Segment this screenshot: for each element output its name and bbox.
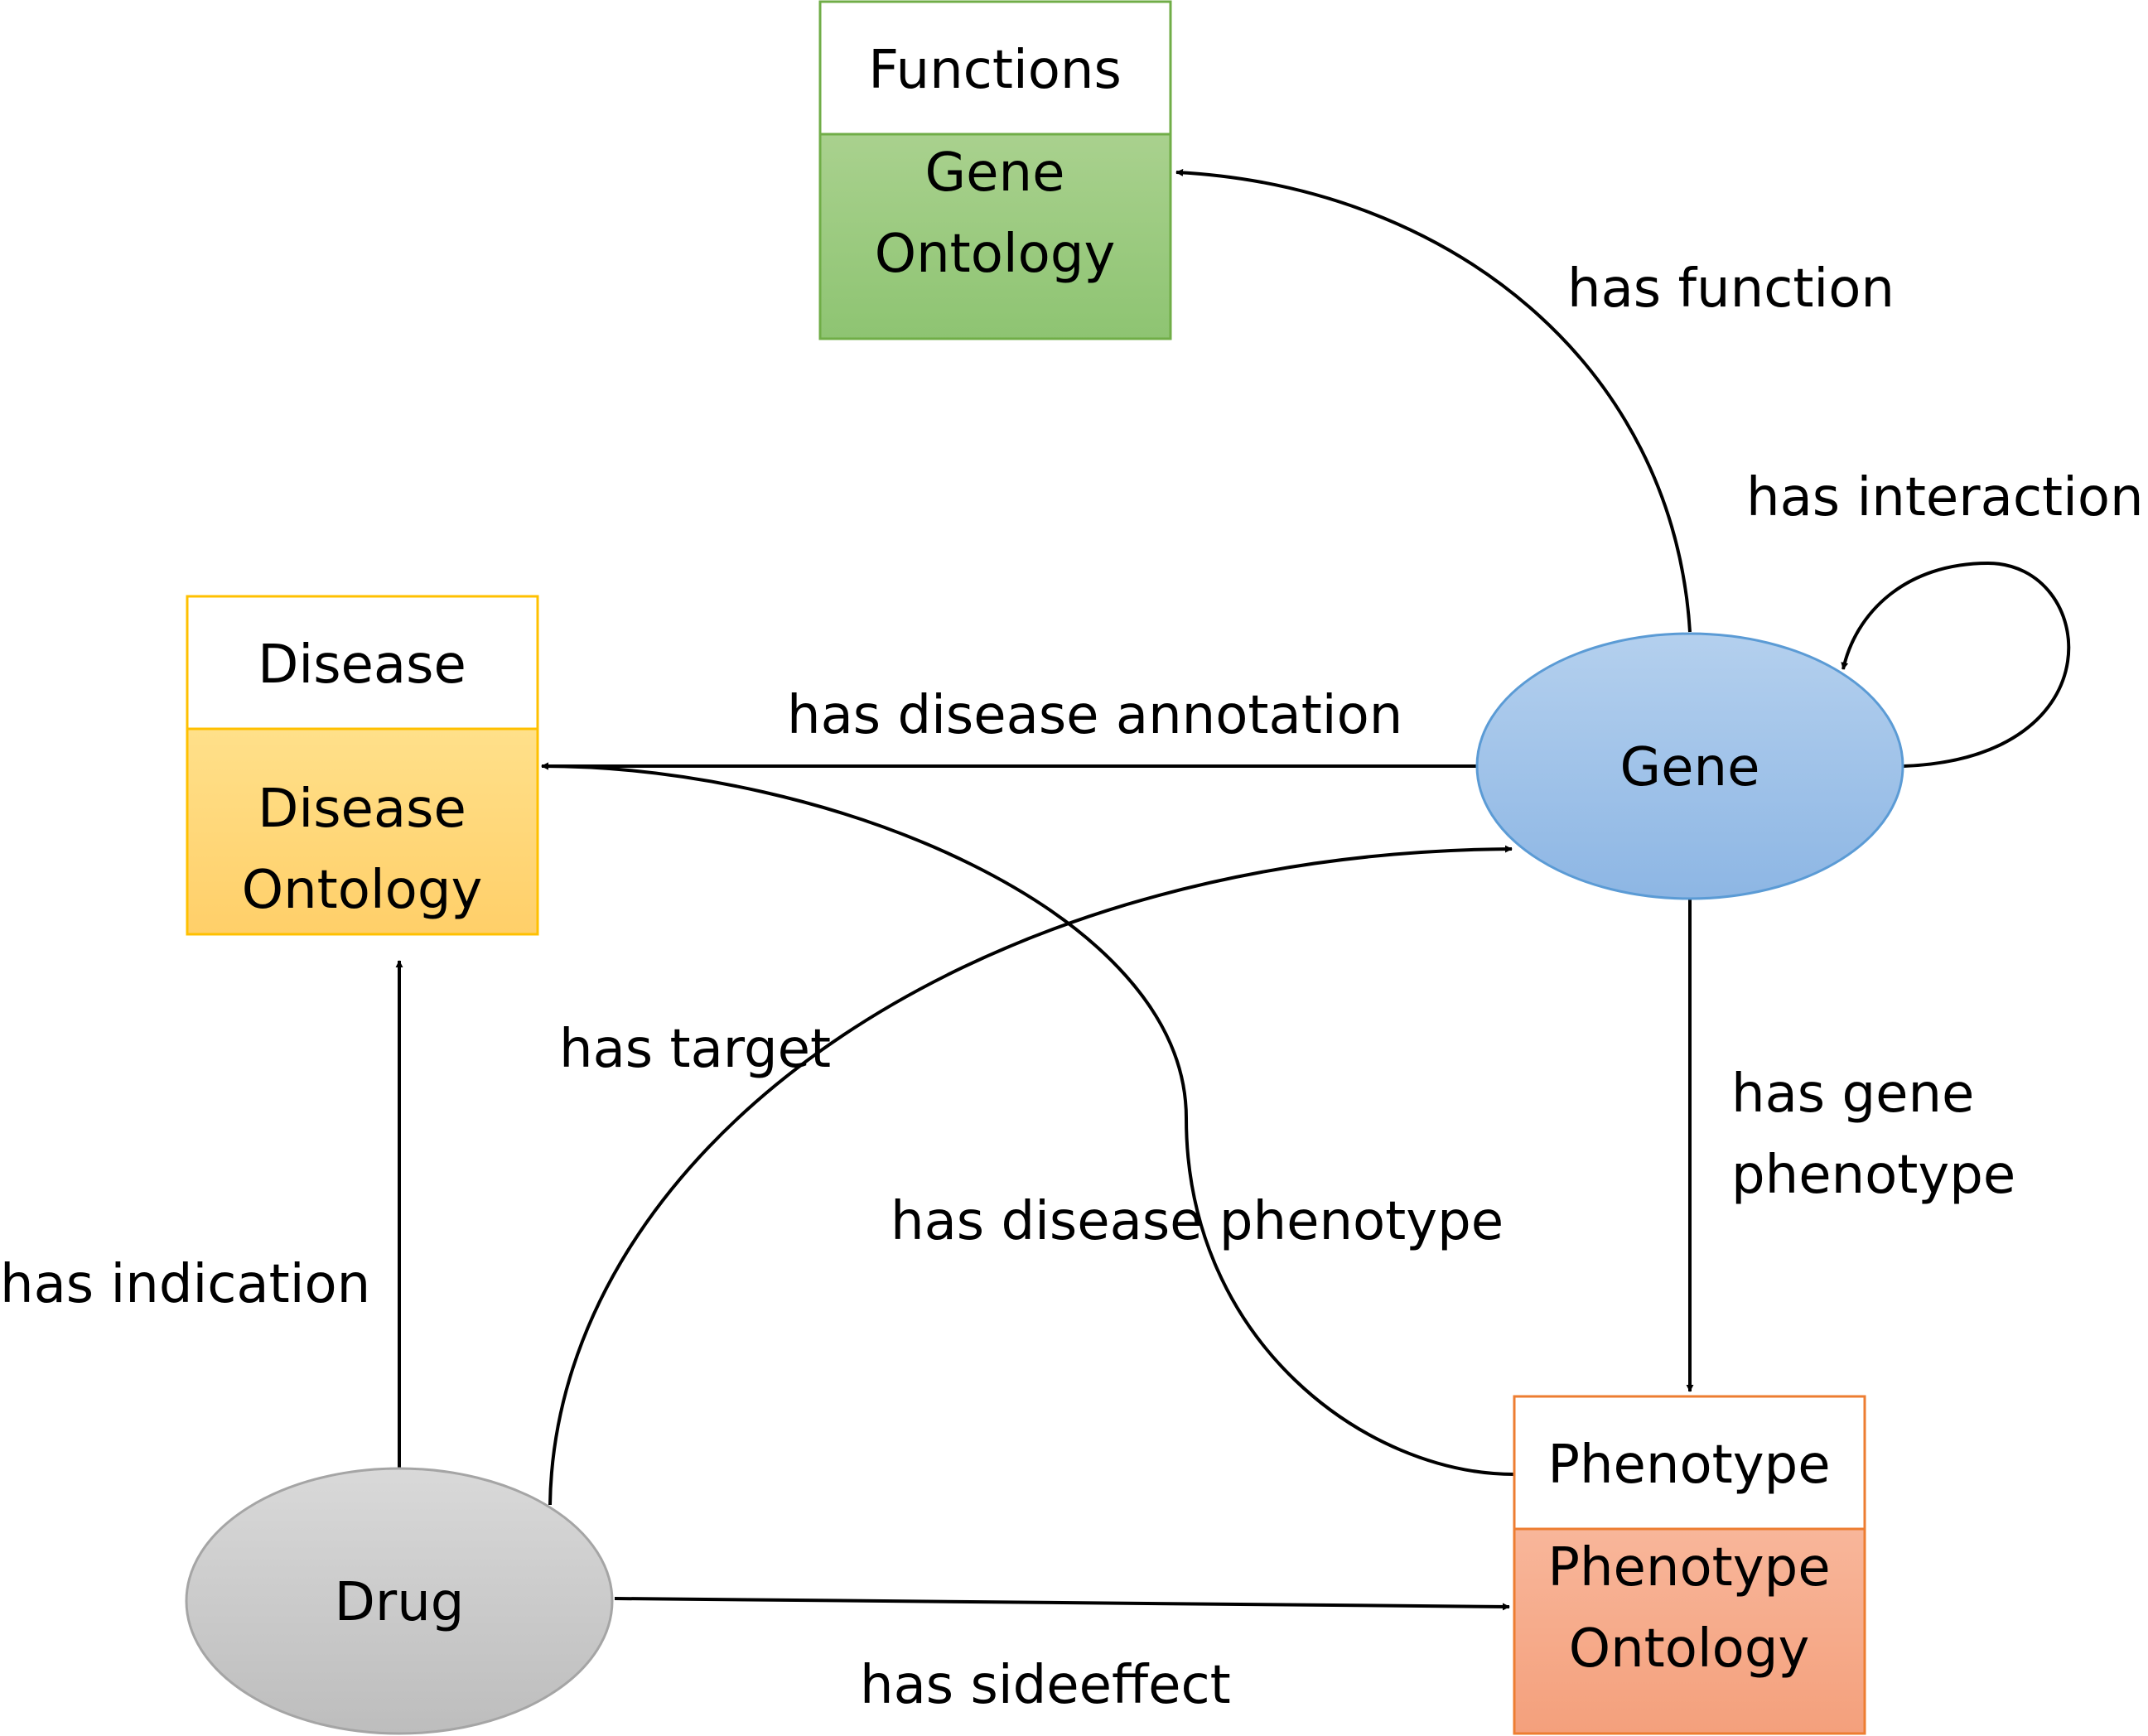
label-has-disease-phenotype: has disease phenotype: [891, 1191, 1504, 1252]
disease-ontology-line2: Ontology: [242, 860, 483, 921]
edges: [395, 168, 2071, 1611]
edge-labels: has function has interaction has disease…: [0, 258, 2144, 1716]
label-has-sideeffect: has sideeffect: [860, 1655, 1231, 1716]
phenotype-ontology-line1: Phenotype: [1547, 1537, 1830, 1599]
label-has-indication: has indication: [0, 1254, 370, 1315]
label-has-function: has function: [1567, 258, 1895, 320]
edge-has-disease-phenotype: [541, 762, 1515, 1476]
functions-ontology-line2: Ontology: [875, 224, 1116, 285]
phenotype-ontology-line2: Ontology: [1569, 1618, 1810, 1680]
edge-has-target: [548, 845, 1513, 1506]
disease-title: Disease: [258, 634, 466, 696]
gene-ellipse: [1475, 632, 1904, 900]
functions-title: Functions: [868, 40, 1122, 101]
label-has-target: has target: [559, 1019, 831, 1080]
phenotype-title-cell: [1513, 1395, 1866, 1531]
drug-ellipse: [185, 1467, 614, 1735]
phenotype-title: Phenotype: [1547, 1435, 1830, 1496]
label-has-interaction: has interaction: [1746, 467, 2144, 528]
gene-label: Gene: [1620, 737, 1760, 798]
drug-node: Drug: [185, 1467, 614, 1735]
functions-title-cell: [818, 0, 1172, 136]
disease-ontology-cell: [186, 727, 539, 936]
gene-node: Gene: [1475, 632, 1904, 900]
functions-node: Functions Gene Ontology: [818, 0, 1172, 340]
edge-has-interaction: [1841, 561, 2071, 768]
label-has-gene-phenotype-line2: phenotype: [1731, 1145, 2015, 1206]
disease-title-cell: [186, 595, 539, 731]
disease-ontology-line1: Disease: [258, 779, 466, 840]
phenotype-node: Phenotype Phenotype Ontology: [1513, 1395, 1866, 1735]
functions-ontology-cell: [818, 133, 1172, 340]
edge-has-function: [1175, 168, 1692, 633]
functions-ontology-line1: Gene: [925, 142, 1065, 204]
phenotype-ontology-cell: [1513, 1527, 1866, 1735]
edge-has-sideeffect: [614, 1597, 1510, 1611]
label-has-disease-annotation: has disease annotation: [787, 685, 1402, 746]
drug-label: Drug: [335, 1572, 465, 1633]
disease-node: Disease Disease Ontology: [186, 595, 539, 936]
label-has-gene-phenotype-line1: has gene: [1731, 1063, 1974, 1125]
